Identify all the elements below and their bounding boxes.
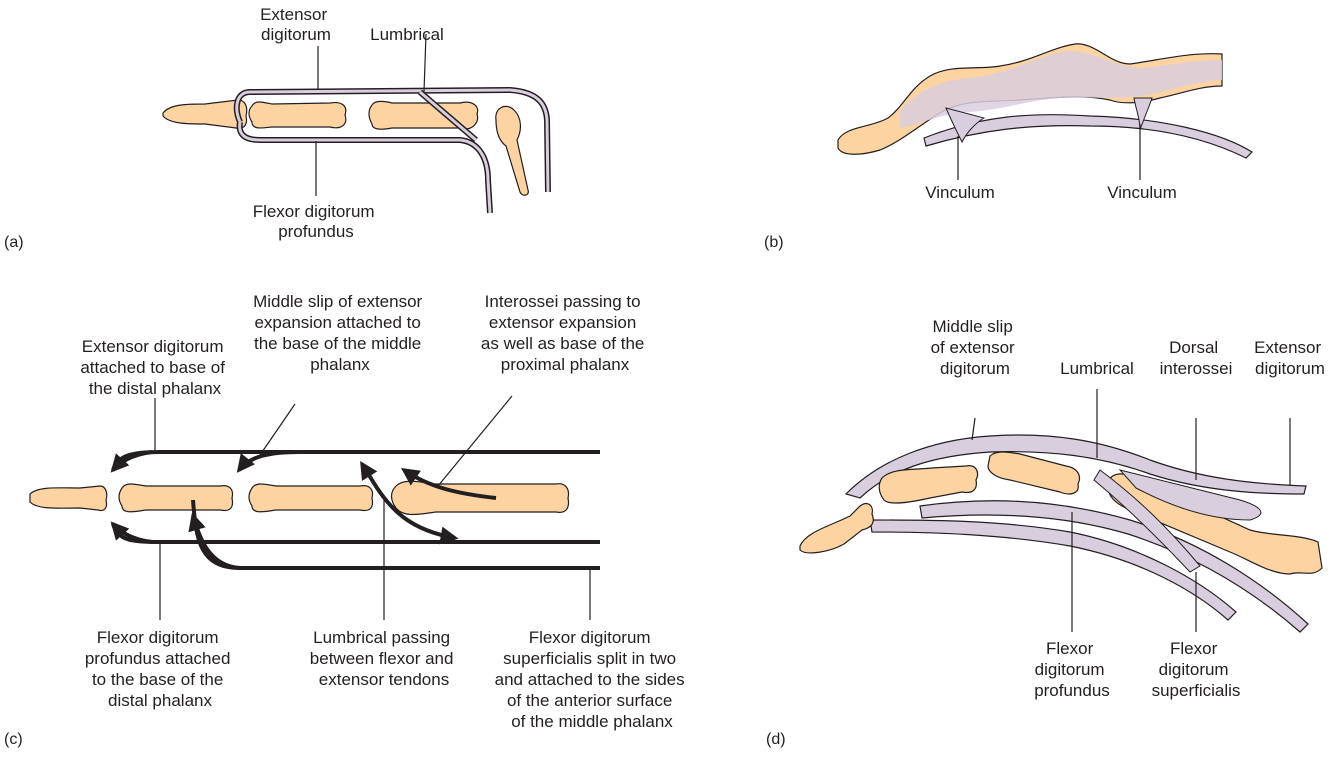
panel-b: Vinculum Vinculum (b) <box>764 44 1252 251</box>
extensor-line-c <box>113 452 600 470</box>
label-fds-c: Flexor digitorum superficialis split in … <box>495 628 690 731</box>
proximal-phalanx-d <box>988 452 1080 494</box>
middle-phalanx <box>249 102 346 128</box>
label-extensor-c: Extensor digitorum attached to base of t… <box>80 337 229 398</box>
label-interossei-c: Interossei passing to extensor expansion… <box>481 292 649 374</box>
panel-d: Middle slip of extensor digitorum Lumbri… <box>766 317 1326 748</box>
label-fdp-c: Flexor digitorum profundus attached to t… <box>85 628 235 710</box>
metacarpal <box>496 106 529 195</box>
panel-a: Extensor digitorum Lumbrical Flexor digi… <box>4 5 548 251</box>
flexor-line-c <box>113 524 600 542</box>
label-fds-d: Flexor digitorum superficialis <box>1152 639 1241 700</box>
label-extensor-d: Extensor digitorum <box>1254 338 1326 378</box>
panel-c: Extensor digitorum attached to base of t… <box>4 292 689 748</box>
distal-phalanx-d <box>800 504 873 553</box>
label-vinculum-2: Vinculum <box>1107 183 1177 202</box>
flexor-digitorum-profundus-tendon <box>240 122 490 213</box>
arrow-middle-slip <box>239 452 300 470</box>
label-lumbrical-c: Lumbrical passing between flexor and ext… <box>310 628 458 689</box>
label-middle-slip-d: Middle slip of extensor digitorum <box>931 317 1020 378</box>
middle-phalanx-d <box>879 466 977 503</box>
distal-phalanx-c <box>30 486 107 511</box>
label-vinculum-1: Vinculum <box>925 183 995 202</box>
label-dorsal-interossei-d: Dorsal interossei <box>1160 338 1233 378</box>
panel-a-letter: (a) <box>4 234 24 251</box>
flexor-sheath-d <box>870 520 1236 620</box>
middle-phalanx-c <box>119 484 233 512</box>
label-lumbrical-d: Lumbrical <box>1060 359 1134 378</box>
label-extensor-digitorum: Extensor digitorum <box>260 5 332 44</box>
panel-c-letter: (c) <box>4 731 23 748</box>
proximal-phalanx-c <box>249 484 373 512</box>
label-middle-slip-c: Middle slip of extensor expansion attach… <box>253 292 427 374</box>
label-lumbrical: Lumbrical <box>370 25 444 44</box>
panel-b-letter: (b) <box>764 234 784 251</box>
panel-d-letter: (d) <box>766 731 786 748</box>
label-fdp-d: Flexor digitorum profundus <box>1034 639 1110 700</box>
label-flexor-digitorum-profundus: Flexor digitorum profundus <box>253 202 380 241</box>
